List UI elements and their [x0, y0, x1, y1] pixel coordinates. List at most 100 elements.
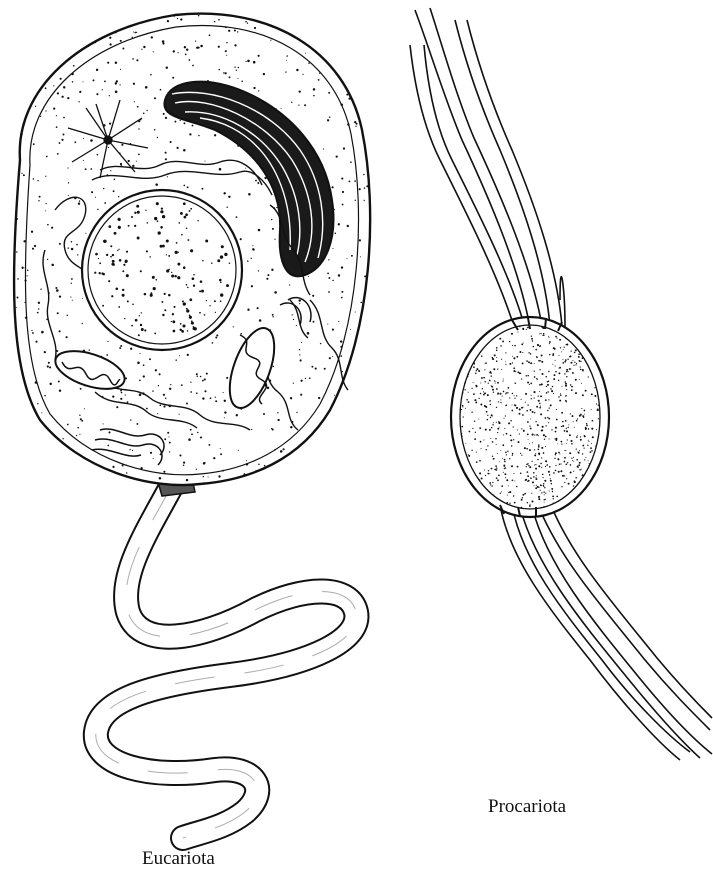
stipple-dot [521, 378, 522, 379]
stipple-dot [478, 370, 480, 372]
stipple-dot [594, 395, 596, 397]
stipple-dot [341, 178, 343, 180]
stipple-dot [500, 399, 501, 400]
stipple-dot [146, 250, 148, 252]
stipple-dot [115, 82, 117, 84]
stipple-dot [561, 351, 562, 352]
stipple-dot [505, 352, 506, 353]
stipple-dot [564, 346, 565, 347]
stipple-dot [564, 482, 565, 483]
stipple-dot [522, 414, 524, 416]
stipple-dot [494, 380, 495, 381]
stipple-dot [534, 363, 535, 364]
stipple-dot [579, 450, 580, 451]
stipple-dot [154, 332, 156, 334]
stipple-dot [548, 381, 550, 383]
stipple-dot [169, 451, 170, 452]
stipple-dot [489, 401, 490, 402]
stipple-dot [527, 463, 528, 464]
stipple-dot [558, 396, 560, 398]
stipple-dot [518, 441, 520, 443]
stipple-dot [346, 94, 348, 96]
stipple-dot [484, 392, 486, 394]
stipple-dot [208, 476, 209, 477]
stipple-dot [480, 393, 482, 395]
stipple-dot [583, 447, 584, 448]
stipple-dot [312, 295, 314, 297]
stipple-dot [305, 53, 306, 54]
stipple-dot [74, 35, 76, 37]
stipple-dot [468, 454, 469, 455]
stipple-dot [479, 427, 481, 429]
stipple-dot [555, 427, 557, 429]
stipple-dot [201, 188, 203, 190]
stipple-dot [220, 255, 223, 258]
stipple-dot [191, 322, 194, 325]
stipple-dot [535, 487, 537, 489]
stipple-dot [554, 438, 555, 439]
stipple-dot [368, 85, 371, 88]
stipple-dot [374, 219, 376, 221]
stipple-dot [112, 466, 114, 468]
stipple-dot [236, 216, 238, 218]
stipple-dot [181, 384, 183, 386]
stipple-dot [524, 493, 526, 495]
stipple-dot [544, 487, 545, 488]
stipple-dot [272, 429, 274, 431]
stipple-dot [251, 429, 252, 430]
stipple-dot [354, 472, 355, 473]
stipple-dot [487, 445, 488, 446]
stipple-dot [81, 420, 83, 422]
stipple-dot [463, 416, 464, 417]
stipple-dot [538, 465, 540, 467]
stipple-dot [35, 433, 37, 435]
stipple-dot [496, 467, 497, 468]
stipple-dot [545, 399, 547, 401]
stipple-dot [561, 441, 563, 443]
stipple-dot [149, 256, 151, 258]
stipple-dot [509, 363, 511, 365]
stipple-dot [237, 78, 238, 79]
stipple-dot [49, 366, 51, 368]
stipple-dot [512, 345, 513, 346]
stipple-dot [247, 23, 248, 24]
stipple-dot [341, 75, 343, 77]
stipple-dot [108, 431, 110, 433]
stipple-dot [290, 397, 292, 399]
stipple-dot [505, 361, 506, 362]
stipple-dot [545, 446, 546, 447]
stipple-dot [112, 260, 115, 263]
stipple-dot [323, 474, 325, 476]
stipple-dot [505, 477, 506, 478]
stipple-dot [348, 40, 349, 41]
stipple-dot [533, 472, 535, 474]
stipple-dot [530, 353, 532, 355]
stipple-dot [590, 451, 592, 453]
stipple-dot [510, 439, 512, 441]
stipple-dot [483, 394, 485, 396]
stipple-dot [193, 327, 196, 330]
stipple-dot [143, 364, 145, 366]
stipple-dot [577, 418, 578, 419]
stipple-dot [184, 46, 186, 48]
stipple-dot [578, 467, 579, 468]
stipple-dot [177, 263, 180, 266]
stipple-dot [172, 320, 175, 323]
stipple-dot [571, 389, 573, 391]
stipple-dot [136, 205, 139, 208]
stipple-dot [173, 306, 175, 308]
stipple-dot [44, 42, 45, 43]
stipple-dot [540, 484, 542, 486]
stipple-dot [374, 115, 376, 117]
stipple-dot [360, 402, 361, 403]
stipple-dot [545, 493, 546, 494]
stipple-dot [473, 382, 474, 383]
stipple-dot [77, 427, 79, 429]
stipple-dot [174, 121, 176, 123]
stipple-dot [575, 364, 576, 365]
stipple-dot [154, 217, 157, 220]
stipple-dot [514, 398, 515, 399]
stipple-dot [196, 392, 198, 394]
stipple-dot [372, 86, 373, 87]
stipple-dot [45, 110, 46, 111]
